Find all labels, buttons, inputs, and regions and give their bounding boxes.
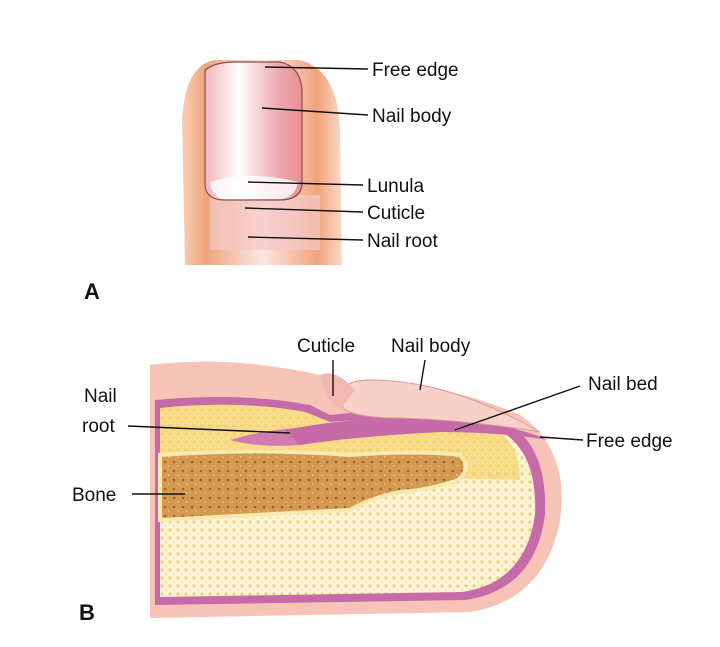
label-free-edge: Free edge [372,60,459,81]
nail-plate-side [334,379,541,433]
lunula [210,176,298,199]
label-nail-root: Nail root [367,231,438,252]
cuticle-fold [320,373,355,410]
nail-root-area [210,195,320,250]
label-b-nail-bed: Nail bed [588,374,658,395]
bone [158,449,468,523]
panel-label-a: A [84,279,100,304]
label-b-bone: Bone [72,485,116,506]
label-cuticle: Cuticle [367,203,425,224]
nail-plate [204,61,303,201]
nail-bed [285,417,548,445]
label-b-cuticle: Cuticle [297,336,355,357]
label-b-free-edge: Free edge [586,431,673,452]
label-b-nail-body: Nail body [391,336,471,357]
label-b-nail-root-2: root [82,416,115,437]
label-nail-body: Nail body [372,106,452,127]
label-b-nail-root-1: Nail [84,386,117,407]
figure-a: Free edge Nail body Lunula Cuticle Nail … [84,60,459,304]
panel-label-b: B [79,600,95,625]
label-lunula: Lunula [367,176,424,197]
figure-b: Cuticle Nail body Nail bed Nail root Fre… [72,336,673,625]
